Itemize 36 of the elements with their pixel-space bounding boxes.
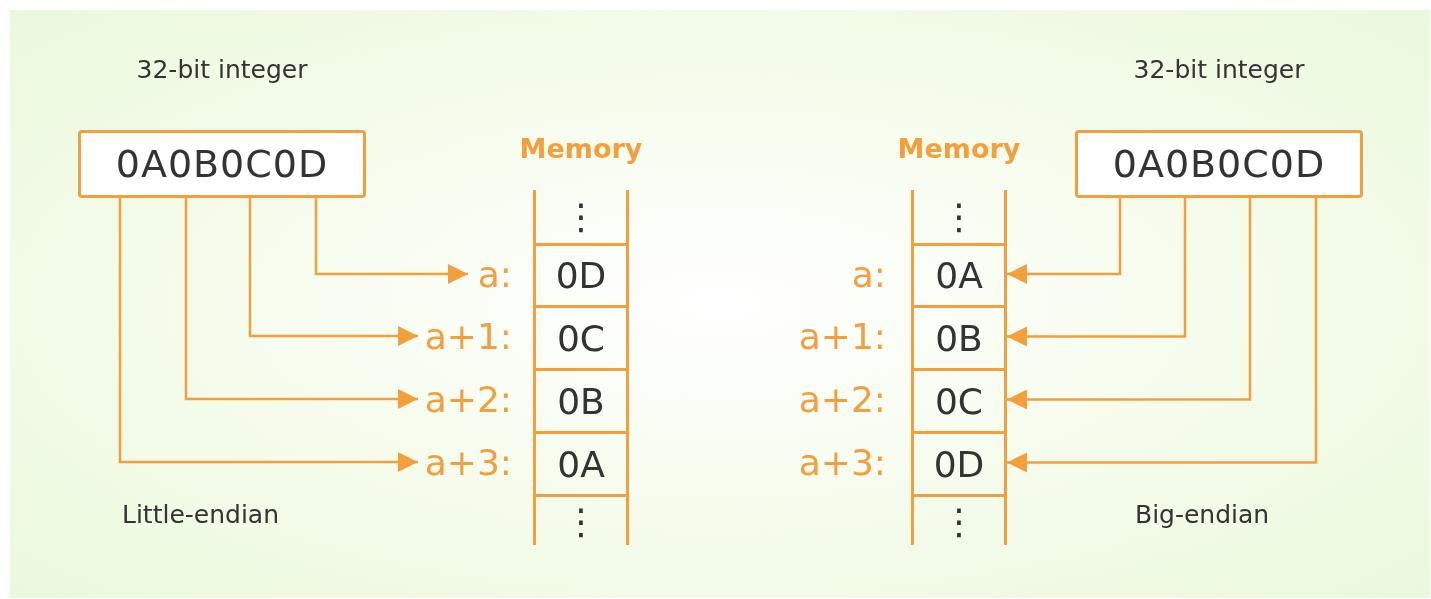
address-label: a+1:: [418, 310, 512, 362]
value-box: 0A0B0C0D: [78, 130, 366, 198]
memory-cell: ⋮: [911, 494, 1007, 545]
address-label: a+3:: [792, 436, 886, 488]
memory-cell: 0B: [533, 368, 629, 431]
caption: Big-endian: [1135, 500, 1270, 529]
address-label: a:: [842, 248, 886, 300]
memory-cell: ⋮: [533, 190, 629, 243]
arrow: [248, 198, 418, 346]
arrow: [1007, 198, 1122, 284]
address-label: a:: [468, 248, 512, 300]
column-heading: Memory: [896, 133, 1022, 164]
memory-cell: 0B: [911, 305, 1007, 368]
memory-cell: 0A: [533, 431, 629, 494]
caption: Little-endian: [122, 500, 280, 529]
memory-cell: 0A: [911, 243, 1007, 305]
column-heading: Memory: [518, 133, 644, 164]
address-label: a+2:: [418, 373, 512, 425]
heading: 32-bit integer: [136, 55, 308, 84]
address-label: a+1:: [792, 310, 886, 362]
memory-cell: 0C: [533, 305, 629, 368]
arrow: [184, 198, 418, 409]
value-box: 0A0B0C0D: [1075, 130, 1363, 198]
memory-cell: ⋮: [911, 190, 1007, 243]
memory-cell: ⋮: [533, 494, 629, 545]
memory-cell: 0C: [911, 368, 1007, 431]
address-label: a+3:: [418, 436, 512, 488]
memory-cell: 0D: [533, 243, 629, 305]
address-label: a+2:: [792, 373, 886, 425]
arrow: [118, 198, 418, 472]
arrow: [1007, 198, 1187, 347]
heading: 32-bit integer: [1133, 55, 1305, 84]
arrow: [1007, 198, 1318, 473]
arrow: [1007, 198, 1252, 410]
arrow: [314, 198, 468, 284]
memory-cell: 0D: [911, 431, 1007, 494]
